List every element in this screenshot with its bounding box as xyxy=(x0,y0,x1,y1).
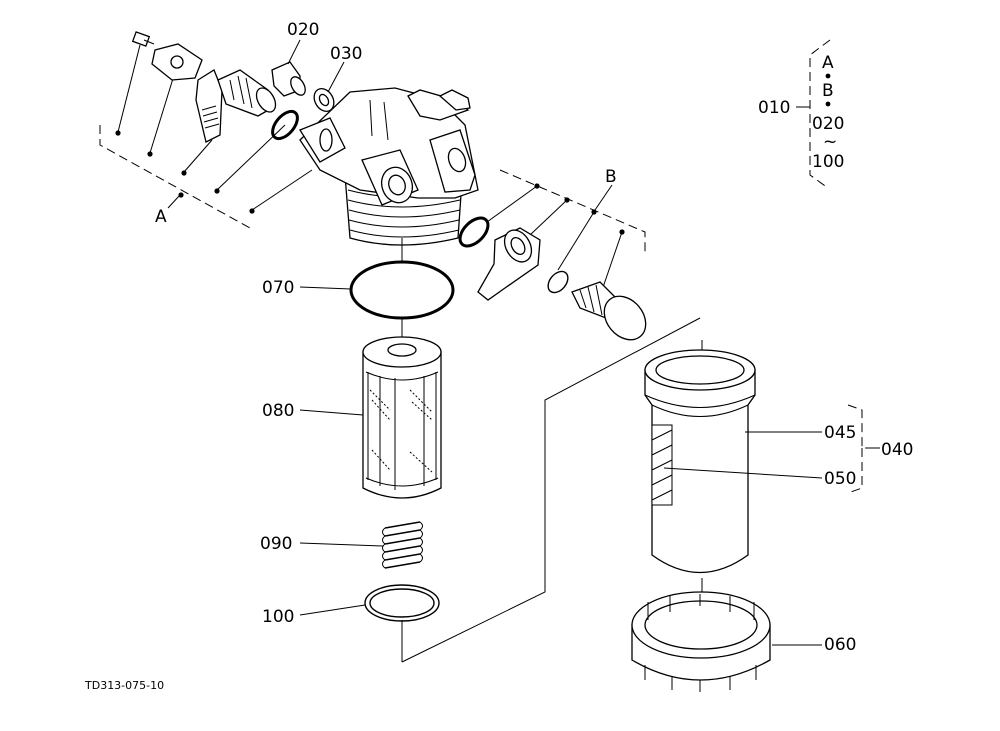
group-label-b: B xyxy=(605,167,617,187)
legend-020: 020 xyxy=(812,114,844,134)
part-045-bowl xyxy=(644,340,823,574)
label-040: 040 xyxy=(881,440,913,460)
legend-010-brace xyxy=(796,39,831,189)
part-060-ring-nut xyxy=(631,578,822,692)
brace-040 xyxy=(847,404,872,494)
legend-a: A xyxy=(822,53,834,73)
part-090-spring xyxy=(299,521,423,569)
legend-tilde: ~ xyxy=(823,132,837,152)
explosion-path xyxy=(401,317,701,663)
label-010: 010 xyxy=(758,98,790,118)
group-b-bracket xyxy=(486,169,646,297)
part-screw-a xyxy=(131,31,155,47)
label-020: 020 xyxy=(287,20,319,40)
label-100: 100 xyxy=(262,607,294,627)
label-070: 070 xyxy=(262,278,294,298)
legend-100: 100 xyxy=(812,152,844,172)
label-090: 090 xyxy=(260,534,292,554)
part-gasket-a xyxy=(151,43,203,81)
part-washer-b xyxy=(547,270,569,294)
part-banjo-b xyxy=(477,227,541,301)
part-020-fitting xyxy=(271,39,306,97)
part-valve-a xyxy=(217,69,277,117)
part-080-filter-element xyxy=(299,336,442,499)
part-lever-a xyxy=(195,69,223,143)
label-045: 045 xyxy=(824,423,856,443)
part-070-oring xyxy=(299,260,455,320)
group-label-a: A xyxy=(155,207,167,227)
label-050: 050 xyxy=(824,469,856,489)
group-a-bracket xyxy=(99,44,313,229)
part-bolt-b xyxy=(571,281,647,341)
part-100-oring xyxy=(299,584,440,622)
drawing-code: TD313-075-10 xyxy=(84,679,164,692)
label-080: 080 xyxy=(262,401,294,421)
filter-head-assembly xyxy=(299,87,479,246)
label-030: 030 xyxy=(330,44,362,64)
part-oring-b xyxy=(458,216,490,248)
part-oring-small-a xyxy=(271,109,299,141)
label-060: 060 xyxy=(824,635,856,655)
legend-b: B xyxy=(822,81,834,101)
